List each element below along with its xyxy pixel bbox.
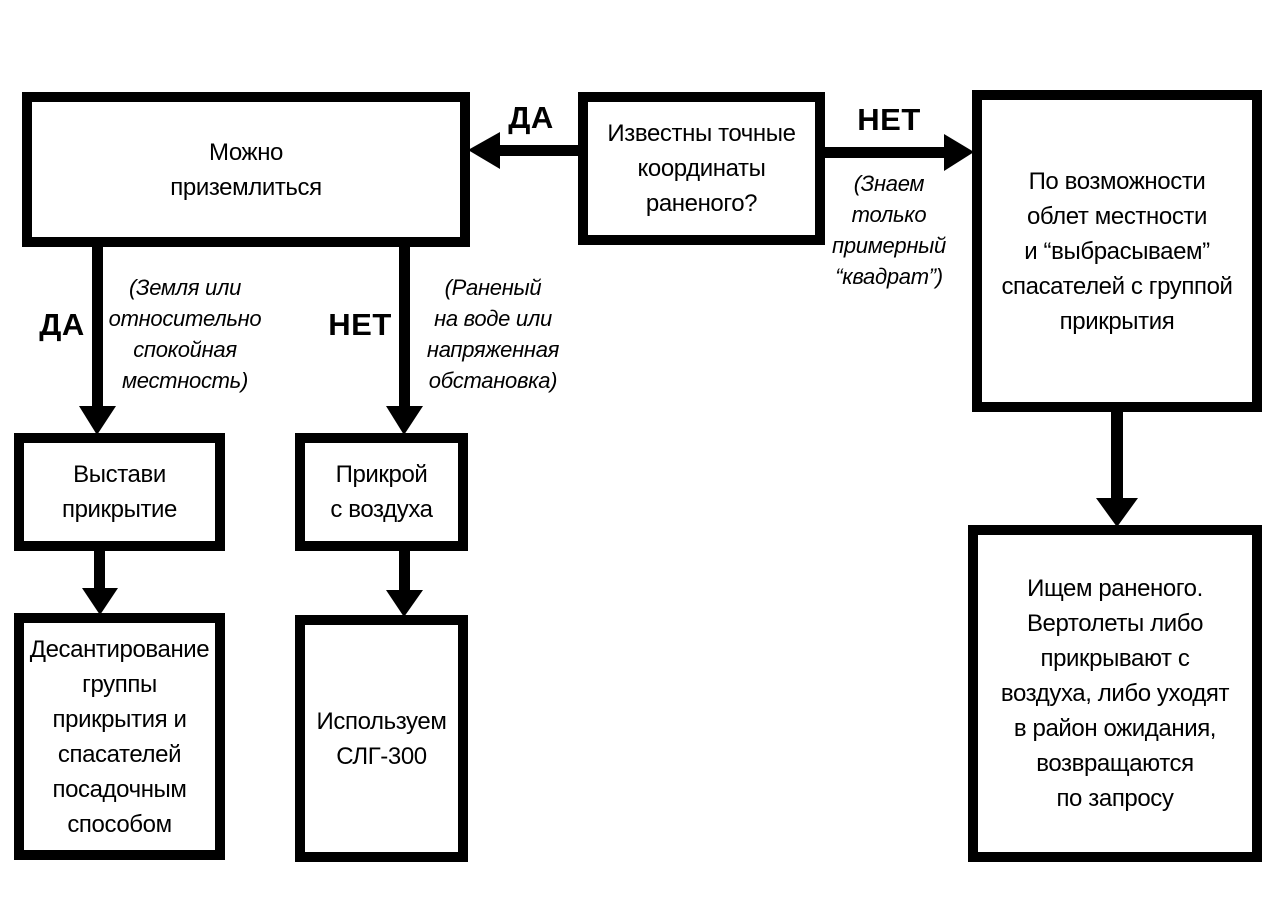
node-search-wounded-label: Ищем раненого. Вертолеты либо прикрывают… xyxy=(1000,575,1230,812)
node-search-wounded: Ищем раненого. Вертолеты либо прикрывают… xyxy=(968,525,1262,862)
node-use-slg300: Используем СЛГ-300 xyxy=(295,615,468,862)
node-set-cover: Выстави прикрытие xyxy=(14,433,225,551)
node-landing-party: Десантирование группы прикрытия и спасат… xyxy=(14,613,225,860)
arrow-overfly-to-search xyxy=(1096,410,1138,527)
arrow-no-right xyxy=(825,134,974,171)
node-can-land: Можно приземлиться xyxy=(22,92,470,247)
node-set-cover-label: Выстави прикрытие xyxy=(62,461,177,523)
edge-note-water-tension: (Раненый на воде или напряженная обстано… xyxy=(426,275,560,393)
edge-note-calm-terrain: (Земля или относительно спокойная местно… xyxy=(108,275,262,393)
node-cover-from-air-label: Прикрой с воздуха xyxy=(330,461,433,523)
edge-label-no-down: НЕТ xyxy=(328,307,392,342)
node-overfly-label: По возможности облет местности и “выбрас… xyxy=(1001,167,1233,335)
arrow-air-to-slg xyxy=(386,549,423,617)
edge-label-no-right: НЕТ xyxy=(857,102,921,137)
arrow-yes-left xyxy=(468,132,580,169)
node-can-land-label: Можно приземлиться xyxy=(170,138,322,201)
edge-note-approx-square: (Знаем только примерный “квадрат”) xyxy=(832,171,946,289)
node-cover-from-air: Прикрой с воздуха xyxy=(295,433,468,551)
node-overfly-area: По возможности облет местности и “выбрас… xyxy=(972,90,1262,412)
node-question-coordinates: Известны точные координаты раненого? xyxy=(578,92,825,245)
node-landing-party-label: Десантирование группы прикрытия и спасат… xyxy=(29,635,210,838)
arrow-cover-to-landing xyxy=(82,549,118,615)
node-use-slg300-label: Используем СЛГ-300 xyxy=(316,707,447,770)
node-question-label: Известны точные координаты раненого? xyxy=(607,120,796,217)
edge-label-yes-down: ДА xyxy=(39,307,85,342)
edge-label-yes-left: ДА xyxy=(508,100,554,135)
